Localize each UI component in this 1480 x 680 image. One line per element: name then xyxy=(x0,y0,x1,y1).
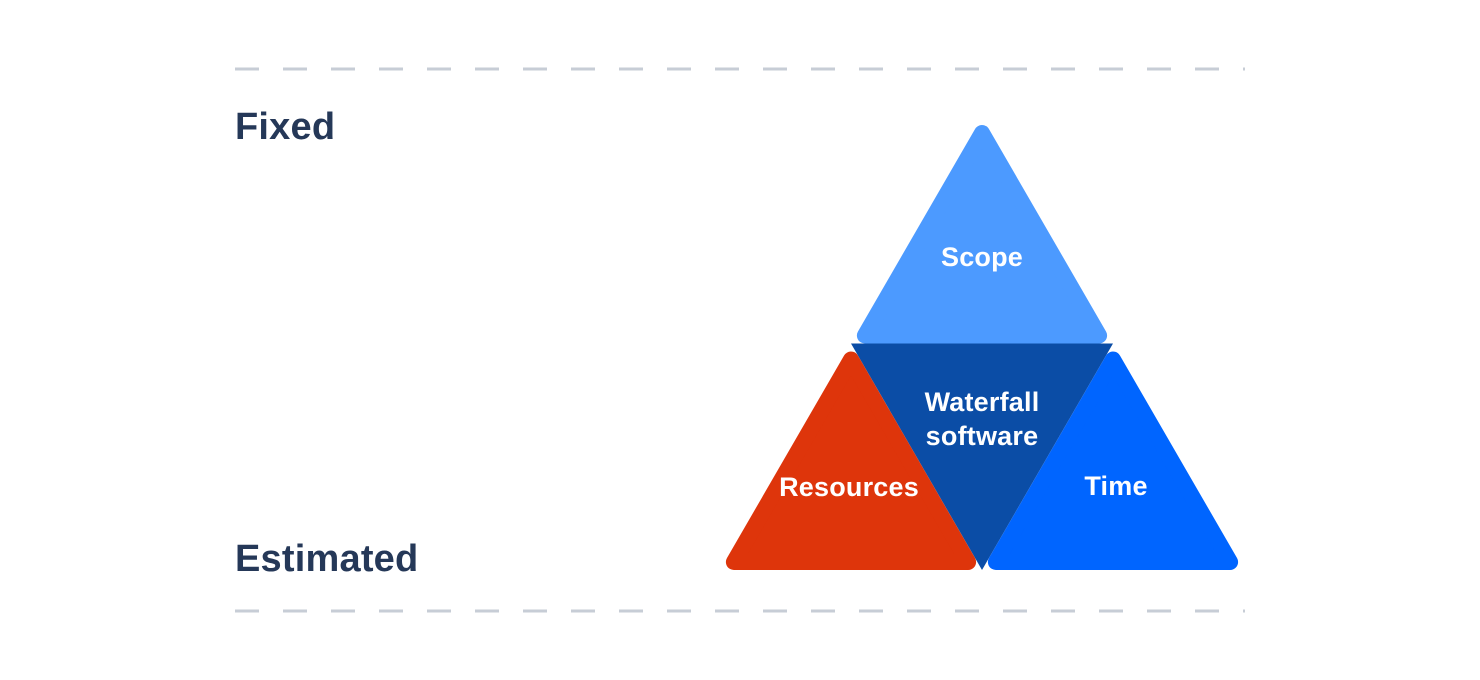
time-label: Time xyxy=(1084,471,1147,501)
waterfall-label-line2: software xyxy=(926,421,1039,451)
estimated-annotation: Estimated xyxy=(235,538,418,580)
scope-triangle xyxy=(856,125,1108,344)
resources-label: Resources xyxy=(779,472,919,502)
fixed-annotation: Fixed xyxy=(235,106,335,148)
center-triangle-waterfall-software xyxy=(851,343,1113,570)
resources-triangle xyxy=(725,351,977,570)
time-triangle xyxy=(987,351,1239,570)
scope-label: Scope xyxy=(941,242,1023,272)
waterfall-label-line1: Waterfall xyxy=(925,387,1040,417)
